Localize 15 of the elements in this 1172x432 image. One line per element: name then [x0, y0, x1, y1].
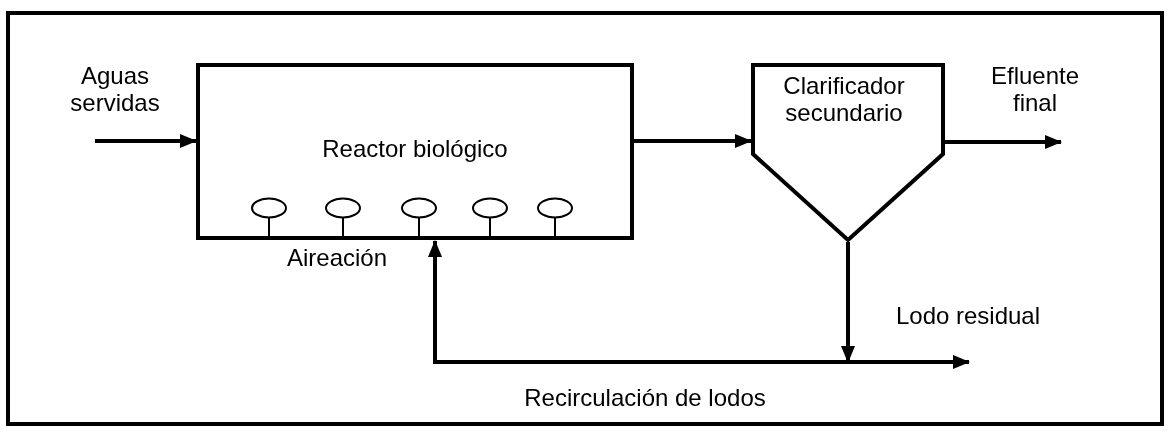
clarifier-funnel: [751, 63, 945, 242]
text-label: Aireación: [285, 244, 389, 271]
edge-label: Recirculación de lodos: [523, 384, 767, 411]
arrow: [428, 240, 848, 364]
reactor-box: [196, 63, 634, 240]
edge-label: Lodo residual: [894, 302, 1042, 329]
arrow: [848, 355, 970, 369]
edge-label: Efluente final: [989, 62, 1081, 116]
node-label: Clarificador secundario: [782, 72, 906, 126]
arrow: [945, 135, 1062, 149]
arrow: [95, 134, 197, 148]
edge-label: Aguas servidas: [69, 62, 161, 116]
node-label: Reactor biológico: [321, 135, 509, 162]
arrow: [841, 242, 855, 363]
arrow: [634, 134, 752, 148]
